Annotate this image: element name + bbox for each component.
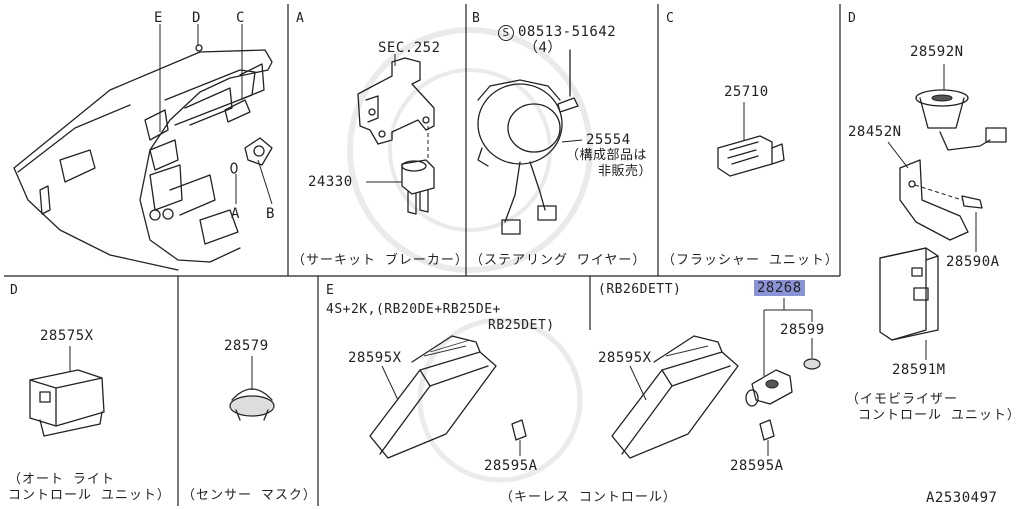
part-28590a: 28590A [946,254,1000,270]
section-d-top-letter: D [848,11,856,26]
caption-sensor-mask: （センサー マスク） [182,488,317,503]
variant-e-line2: RB25DET) [488,318,555,333]
note-line2: 非販売） [598,164,653,179]
sensor-mask-drawing [229,356,275,421]
part-sec252: SEC.252 [378,40,441,56]
part-28592n: 28592N [910,44,964,60]
spiral-cable-drawing [477,49,583,235]
part-28595a-e: 28595A [484,458,538,474]
overview-letter-c: C [236,10,245,26]
circuit-breaker-drawing [357,54,435,215]
section-c-letter: C [666,11,674,26]
caption-flasher-unit: （フラッシャー ユニット） [662,253,839,268]
section-b-letter: B [472,11,480,26]
part-28268-highlighted: 28268 [754,280,805,296]
diagram-id: A2530497 [926,490,998,506]
caption-immobilizer-1: （イモビライザー [846,392,959,407]
part-28599: 28599 [780,322,825,338]
caption-steering-wire: （ステアリング ワイヤー） [470,253,647,268]
keyless-unit-rb26-drawing [611,298,821,459]
section-a-letter: A [296,11,304,26]
caption-immobilizer-2: コントロール ユニット） [858,408,1021,423]
note-line1: （構成部品は [566,148,648,163]
highlight-box: 28268 [754,280,805,296]
keyless-unit-e-drawing [369,335,527,459]
section-e-letter: E [326,283,334,298]
caption-auto-light-1: （オート ライト [8,472,115,487]
part-25710: 25710 [724,84,769,100]
caption-auto-light-2: コントロール ユニット） [8,488,171,503]
overview-letter-e: E [154,10,163,26]
bolt-symbol-s: S [498,24,514,41]
auto-light-unit-drawing [29,346,105,437]
overview-letter-b: B [266,206,275,222]
part-25554: 25554 [586,132,631,148]
part-28579: 28579 [224,338,269,354]
variant-e-line1: 4S+2K,(RB20DE+RB25DE+ [326,302,501,317]
part-28452n: 28452N [848,124,902,140]
part-28595a-rb26: 28595A [730,458,784,474]
dashboard-drawing [13,24,273,271]
part-28591m: 28591M [892,362,946,378]
bolt-qty: （4） [524,40,562,56]
immobilizer-drawing [879,64,1007,360]
part-28595x-e: 28595X [348,350,402,366]
overview-letter-a: A [231,206,240,222]
variant-rb26: (RB26DETT) [598,282,682,297]
part-28575x: 28575X [40,328,94,344]
caption-circuit-breaker: （サーキット ブレーカー） [292,253,469,268]
overview-letter-d: D [192,10,201,26]
bolt-code: 08513-51642 [518,24,617,40]
section-d-bottom-letter: D [10,283,18,298]
flasher-unit-drawing [717,102,785,177]
part-28595x-rb26: 28595X [598,350,652,366]
section-borders [4,4,841,506]
part-24330: 24330 [308,174,353,190]
caption-keyless-control: （キーレス コントロール） [500,490,677,505]
